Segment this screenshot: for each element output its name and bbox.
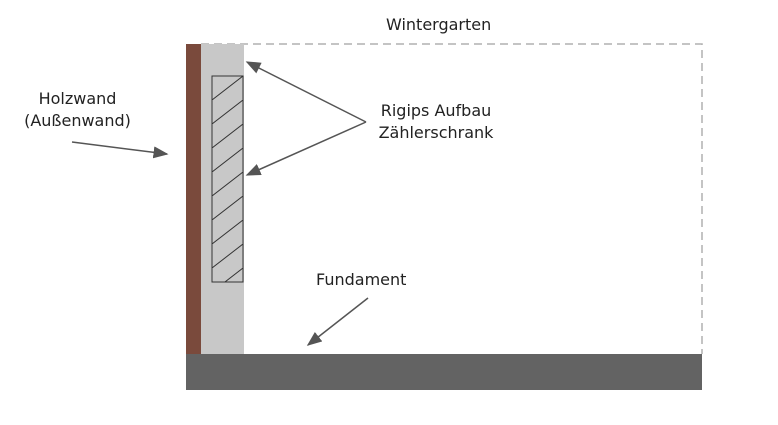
wintergarten-outline bbox=[201, 43, 703, 354]
label-rigips-line2: Zählerschrank bbox=[378, 123, 494, 142]
meter-cabinet bbox=[211, 75, 244, 283]
arrow-holzwand bbox=[71, 141, 169, 159]
label-rigips-line1: Rigips Aufbau bbox=[380, 101, 492, 120]
arrow-rigips-top bbox=[245, 61, 367, 123]
foundation bbox=[186, 354, 702, 390]
arrow-rigips-bottom bbox=[245, 121, 367, 176]
label-holzwand-line2: (Außenwand) bbox=[24, 111, 131, 130]
arrow-fundament bbox=[306, 297, 369, 346]
label-holzwand-line1: Holzwand bbox=[38, 89, 117, 108]
wood-wall bbox=[186, 44, 201, 354]
label-rigips: Rigips Aufbau Zählerschrank bbox=[368, 100, 504, 144]
label-holzwand: Holzwand (Außenwand) bbox=[20, 88, 135, 132]
label-fundament: Fundament bbox=[316, 270, 407, 289]
label-wintergarten: Wintergarten bbox=[386, 15, 492, 34]
